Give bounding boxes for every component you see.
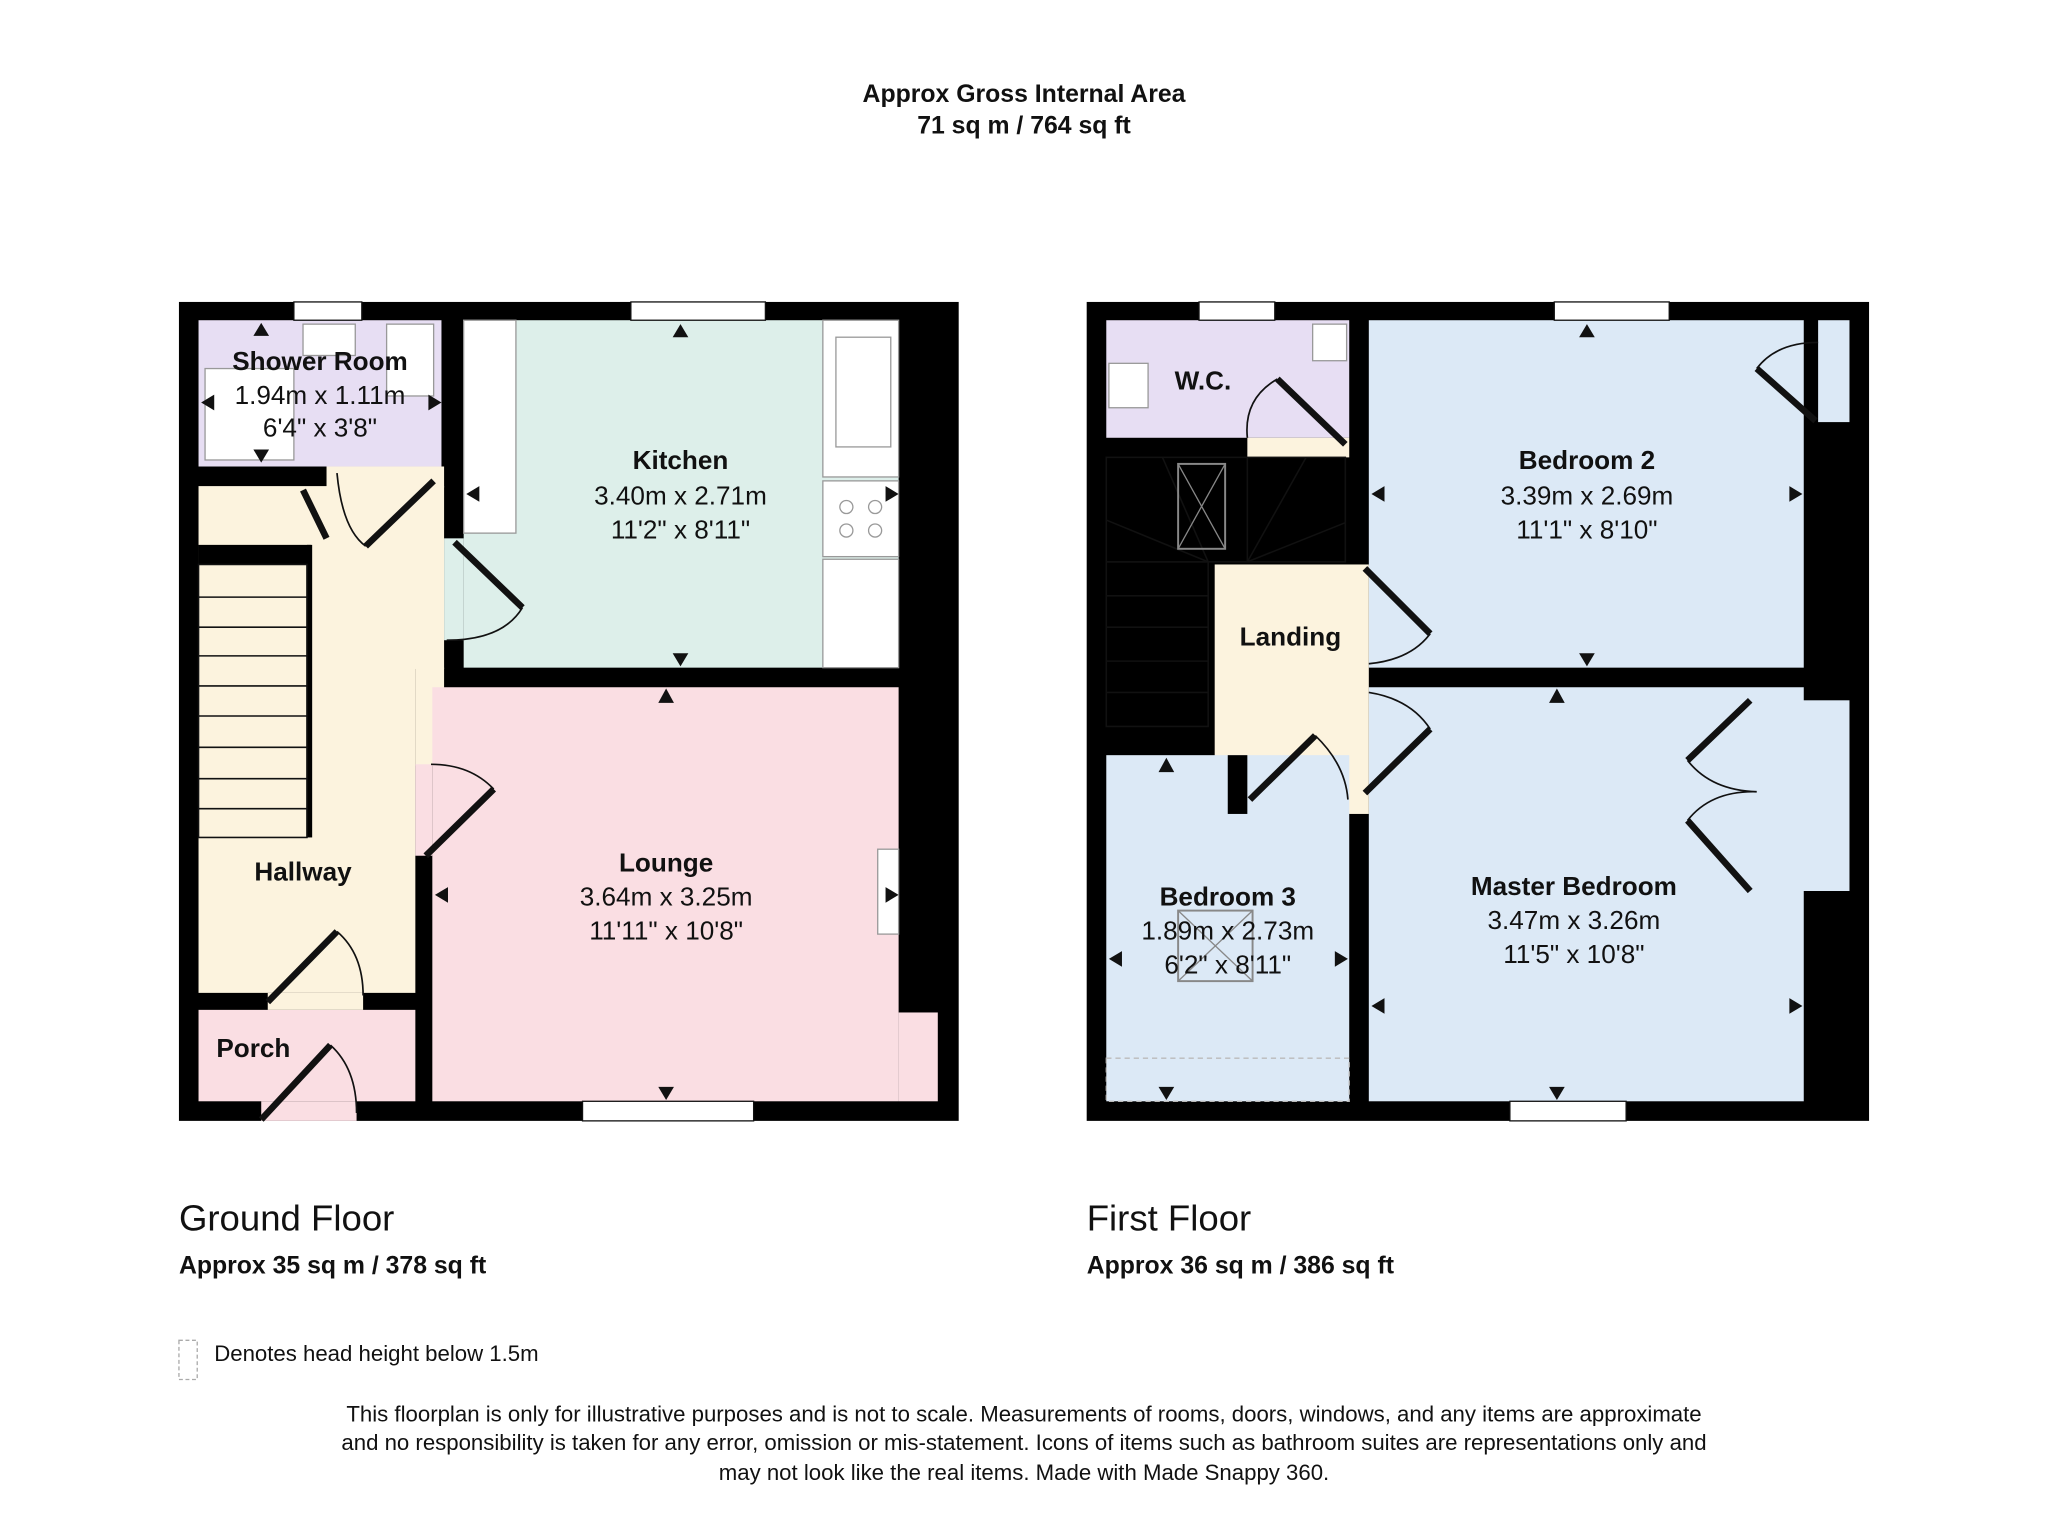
bedroom3-skylight-icon	[1177, 909, 1254, 983]
first-floor-plan: W.C. Bedroom 2 3.39m x 2.69m 11'1" x 8'1…	[1086, 301, 1870, 1122]
disclaimer-line-1: This floorplan is only for illustrative …	[346, 1401, 1701, 1426]
wc-name: W.C.	[1175, 365, 1232, 395]
master-bedroom-area	[1368, 687, 1804, 1102]
first-floor-label: First Floor	[1087, 1198, 1252, 1239]
shower-room-imperial: 6'4" x 3'8"	[263, 412, 377, 442]
shower-tray-icon	[204, 367, 295, 461]
gross-area-title: Approx Gross Internal Area	[863, 81, 1186, 108]
master-wardrobe	[1763, 700, 1850, 891]
landing-name: Landing	[1240, 621, 1342, 651]
bedroom3-name: Bedroom 3	[1160, 881, 1296, 911]
bedroom2-imperial: 11'1" x 8'10"	[1516, 514, 1657, 544]
ground-floor-label: Ground Floor	[179, 1198, 394, 1239]
front-doorway	[261, 1101, 357, 1121]
lounge-metric: 3.64m x 3.25m	[580, 881, 753, 911]
ground-floor-area: Approx 35 sq m / 378 sq ft	[179, 1253, 486, 1280]
shower-room-metric: 1.94m x 1.11m	[235, 380, 406, 410]
kitchen-imperial: 11'2" x 8'11"	[611, 514, 750, 544]
ground-stairs	[197, 563, 308, 839]
hallway-name: Hallway	[254, 857, 352, 887]
master-bedroom-metric: 3.47m x 3.26m	[1488, 905, 1661, 935]
sink-icon	[835, 336, 892, 448]
lounge-name: Lounge	[619, 847, 713, 877]
lounge-area	[432, 687, 899, 1102]
low-head-height-zone	[1105, 1057, 1350, 1102]
head-height-legend-text: Denotes head height below 1.5m	[214, 1341, 538, 1366]
lounge-doorway	[415, 764, 433, 856]
porch-name: Porch	[216, 1033, 290, 1063]
bedroom3-wall-stub	[1227, 755, 1248, 814]
first-doors	[1246, 341, 1819, 894]
ground-floor-plan: Shower Room 1.94m x 1.11m 6'4" x 3'8" Ki…	[178, 301, 959, 1122]
ground-dimension-arrows	[201, 322, 899, 1100]
bedroom2-cupboard	[1818, 320, 1850, 423]
toilet-icon	[385, 323, 435, 397]
disclaimer-line-3: may not look like the real items. Made w…	[719, 1460, 1329, 1485]
porch-area	[198, 1009, 416, 1102]
master-window	[1509, 1100, 1627, 1122]
kitchen-name: Kitchen	[633, 445, 729, 475]
wc-basin-icon	[1311, 323, 1348, 362]
basin-icon	[302, 323, 356, 357]
skylight-icon	[1177, 462, 1227, 550]
kitchen-doorway	[444, 538, 464, 641]
shower-window	[293, 301, 363, 321]
wc-window	[1198, 301, 1276, 321]
lounge-imperial: 11'11" x 10'8"	[589, 915, 743, 945]
bedroom3-metric: 1.89m x 2.73m	[1141, 915, 1314, 945]
bedroom2-metric: 3.39m x 2.69m	[1501, 480, 1674, 510]
bedroom2-window	[1553, 301, 1670, 321]
first-floor-area: Approx 36 sq m / 386 sq ft	[1087, 1253, 1394, 1280]
bedroom2-name: Bedroom 2	[1519, 445, 1655, 475]
kitchen-worktop-right	[822, 558, 900, 669]
head-height-legend-icon	[178, 1339, 198, 1381]
gross-area-value: 71 sq m / 764 sq ft	[917, 112, 1131, 139]
kitchen-worktop-left	[463, 319, 517, 534]
disclaimer-line-2: and no responsibility is taken for any e…	[341, 1430, 1706, 1455]
master-bedroom-name: Master Bedroom	[1471, 871, 1677, 901]
ground-doors	[258, 472, 525, 1122]
shower-doorway	[326, 466, 445, 488]
hallway-area-upper	[198, 486, 445, 669]
shower-room-name: Shower Room	[232, 346, 408, 376]
lounge-bay	[898, 1012, 938, 1102]
kitchen-metric: 3.40m x 2.71m	[594, 480, 767, 510]
kitchen-window	[630, 301, 767, 321]
master-bedroom-imperial: 11'5" x 10'8"	[1503, 939, 1644, 969]
bedroom3-imperial: 6'2" x 8'11"	[1164, 949, 1291, 979]
wc-toilet-icon	[1108, 362, 1149, 409]
wc-doorway	[1247, 437, 1350, 458]
stair-wall	[306, 544, 313, 838]
bedroom2-area	[1368, 320, 1804, 668]
lounge-window	[581, 1100, 755, 1122]
first-stairs	[1105, 456, 1347, 728]
cupboard-wall	[198, 544, 311, 565]
porch-doorway	[267, 992, 364, 1010]
first-dimension-arrows	[1108, 324, 1803, 1100]
